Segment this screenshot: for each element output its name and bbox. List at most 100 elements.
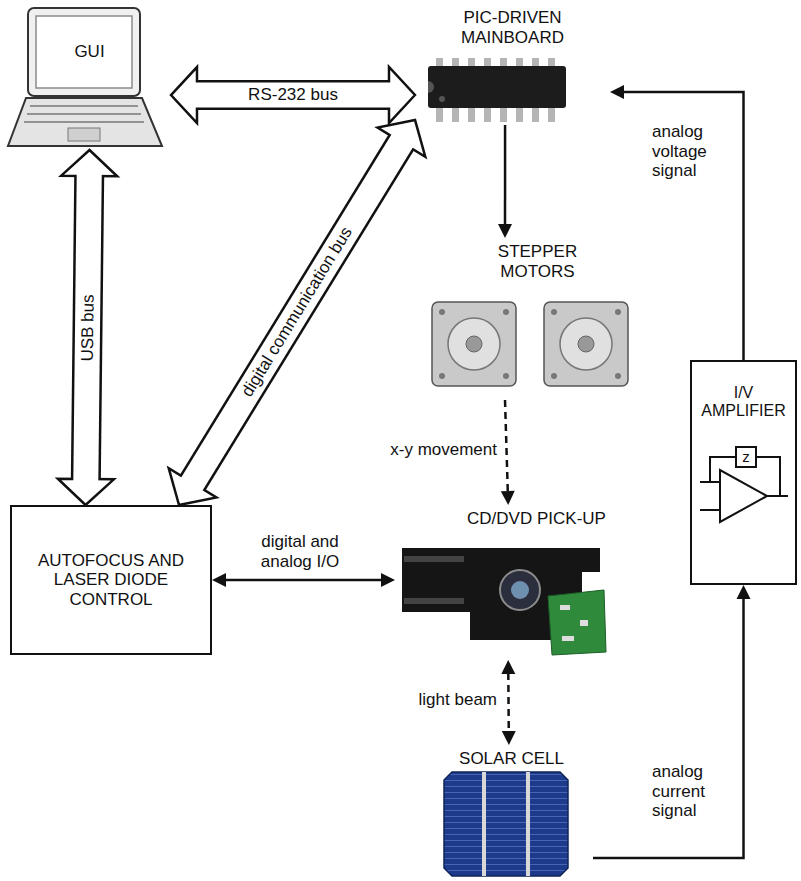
chip-illustration (428, 58, 566, 122)
pcb-component (580, 620, 588, 626)
chip-pin (500, 107, 507, 122)
laptop-illustration (8, 8, 162, 146)
motor-screw (503, 309, 509, 315)
motor-screw (503, 373, 509, 379)
signal-line (225, 579, 382, 582)
chip-pin (516, 107, 523, 122)
motor-node: STEPPER MOTORS (425, 238, 650, 400)
edge-label: digital and analog I/O (240, 532, 360, 571)
node-label: AUTOFOCUS AND LASER DIODE CONTROL (20, 551, 202, 610)
pickup-illustration (402, 548, 606, 655)
symbol-label: z (736, 448, 756, 466)
arrowhead (381, 573, 395, 587)
solar-busbar (526, 772, 530, 876)
chip-body (428, 66, 566, 108)
pickup-lens-mount (500, 570, 540, 610)
pickup-lens (511, 581, 529, 599)
edge-label-holder: digital communication bus (236, 221, 358, 403)
chip-pin (548, 58, 555, 67)
chip-pin (532, 107, 539, 122)
feedback-impedance (736, 447, 756, 467)
motor-face (544, 302, 628, 386)
arrowhead (212, 573, 226, 587)
chip-pin (548, 107, 555, 122)
signal-line (623, 92, 744, 360)
motor-shaft (578, 336, 594, 352)
chip-pin (484, 107, 491, 122)
solar-cell-wafer (444, 772, 568, 876)
edge-label-holder: digital and analog I/O (240, 532, 360, 571)
amplifier-box: I/V AMPLIFIER z (690, 360, 797, 585)
stepper-illustration (432, 302, 628, 386)
signal-arrow (593, 585, 751, 858)
laptop-base (8, 98, 162, 146)
bus-interior (193, 83, 393, 108)
motor-screw (615, 373, 621, 379)
keyboard-row (27, 113, 141, 115)
motor-face (432, 302, 516, 386)
amp-output-wire (767, 495, 788, 497)
arrowhead (610, 85, 624, 99)
amp-triangle (720, 470, 767, 522)
bus-arrow (171, 67, 415, 123)
edge-label: USB bus (77, 291, 97, 364)
chip-pin (436, 58, 443, 67)
solar-cell-illustration (444, 772, 568, 876)
signal-arrow (501, 660, 515, 745)
signal-arrow (501, 400, 515, 505)
pcb-component (562, 636, 574, 641)
dashed-link (505, 400, 508, 492)
keyboard-row (24, 121, 144, 123)
motor-screw (615, 309, 621, 315)
motor-screw (551, 373, 557, 379)
arrowhead (498, 224, 512, 238)
chip-pin (500, 58, 507, 67)
keyboard-row (30, 105, 138, 107)
signal-arrow (212, 573, 395, 587)
arrowhead (501, 491, 515, 505)
edge-label-holder: analog voltage signal (652, 122, 736, 181)
edge-label-holder: analog current signal (652, 762, 736, 821)
edge-label-holder: USB bus (77, 291, 97, 364)
edge-label-holder: x-y movement (352, 440, 497, 460)
arrowhead (501, 660, 515, 674)
amp-input-wire (700, 509, 720, 511)
motor-screw (551, 309, 557, 315)
motor-screw (439, 373, 445, 379)
solar-cell-node: SOLAR CELL (430, 745, 593, 878)
pickup-node: CD/DVD PICK-UP (395, 505, 678, 660)
node-label: GUI (8, 42, 171, 62)
edge-label: analog current signal (652, 762, 736, 821)
chip-pin (468, 107, 475, 122)
signal-arrow (610, 85, 744, 360)
amplifier-symbol (700, 447, 788, 522)
chip-pin (452, 58, 459, 67)
arrowhead (502, 731, 516, 745)
edge-label: x-y movement (390, 440, 497, 460)
chip-pin (468, 58, 475, 67)
motor-boss (560, 318, 612, 370)
chip-pin (484, 58, 491, 67)
pcb-component (560, 605, 570, 610)
chip-notch (428, 81, 434, 93)
laptop-gui: GUI (8, 8, 171, 150)
node-label: SOLAR CELL (430, 749, 593, 769)
edge-label: digital communication bus (236, 221, 358, 403)
bus-arrow (169, 120, 426, 505)
edge-label-holder: RS-232 bus (245, 85, 341, 105)
arrowhead (737, 585, 751, 599)
edge-label: RS-232 bus (245, 85, 341, 105)
signal-line (504, 125, 507, 225)
edge-label: light beam (419, 690, 497, 710)
motor-boss (448, 318, 500, 370)
signal-line (593, 598, 744, 858)
signal-arrow (498, 125, 512, 238)
dashed-link (507, 673, 510, 732)
node-label: I/V AMPLIFIER (698, 384, 789, 421)
edge-label-holder: light beam (352, 690, 497, 710)
amp-feedback-wire (756, 457, 780, 496)
chip-pin (452, 107, 459, 122)
pickup-pcb (548, 590, 606, 655)
motor-screw (439, 309, 445, 315)
